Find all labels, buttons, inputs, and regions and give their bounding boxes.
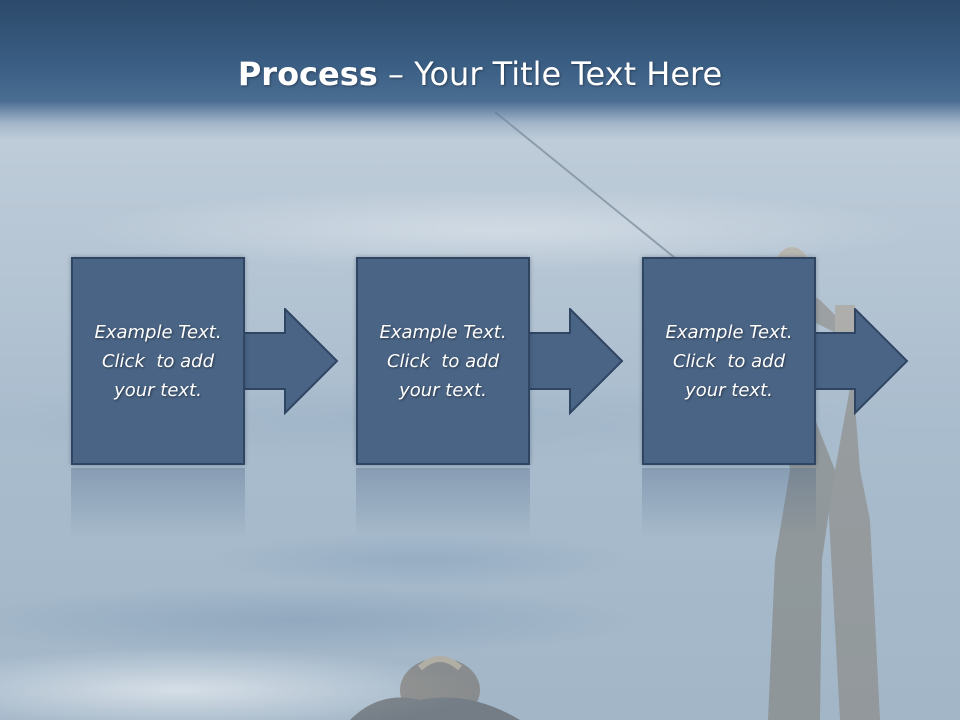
- slide-title[interactable]: Process – Your Title Text Here: [0, 52, 960, 96]
- process-step-1[interactable]: Example Text. Click to add your text.: [71, 257, 245, 465]
- step-text-line: your text.: [399, 379, 487, 401]
- step-1-text: Example Text. Click to add your text.: [78, 318, 238, 405]
- right-arrow-icon: [243, 308, 339, 416]
- title-rest: – Your Title Text Here: [377, 55, 723, 93]
- step-1-reflection: [71, 468, 245, 538]
- right-arrow-icon: [528, 308, 624, 416]
- step-text-line: Example Text.: [665, 321, 793, 343]
- step-text-line: Click to add: [672, 350, 785, 372]
- step-2-text: Example Text. Click to add your text.: [363, 318, 523, 405]
- step-text-line: your text.: [114, 379, 202, 401]
- step-text-line: Click to add: [101, 350, 214, 372]
- process-step-3[interactable]: Example Text. Click to add your text.: [642, 257, 816, 465]
- foreground-person: [350, 656, 520, 720]
- header-band: [0, 0, 960, 140]
- process-step-2[interactable]: Example Text. Click to add your text.: [356, 257, 530, 465]
- step-2-reflection: [356, 468, 530, 538]
- title-bold: Process: [237, 55, 378, 93]
- step-3-text: Example Text. Click to add your text.: [649, 318, 809, 405]
- right-arrow-icon: [813, 308, 909, 416]
- step-text-line: Example Text.: [94, 321, 222, 343]
- step-text-line: Example Text.: [379, 321, 507, 343]
- step-3-reflection: [642, 468, 816, 538]
- step-text-line: Click to add: [386, 350, 499, 372]
- step-text-line: your text.: [685, 379, 773, 401]
